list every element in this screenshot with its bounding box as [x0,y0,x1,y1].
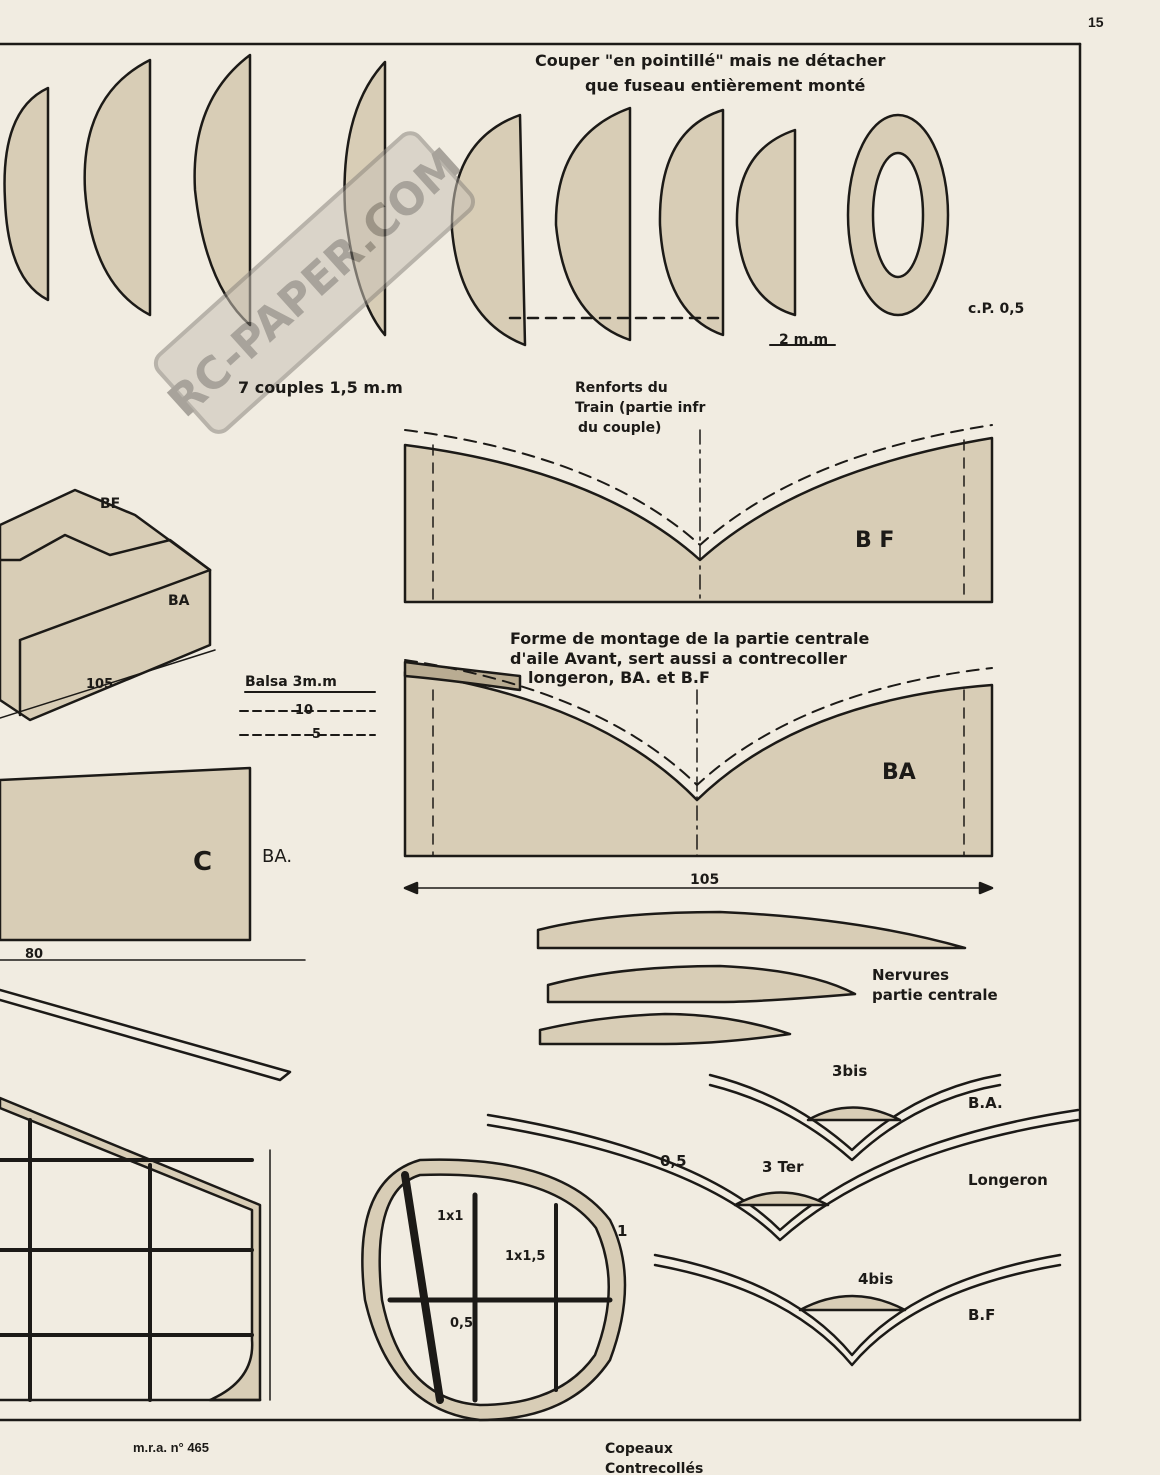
c-part [0,766,306,961]
cp-label: c.P. 0,5 [968,301,1024,317]
joint-sections [486,1073,1080,1367]
ba-form-label: BA [882,760,916,785]
balsa-label: Balsa 3m.m [245,674,337,690]
fuselage-section [361,1158,627,1422]
d05a-label: 0,5 [660,1152,687,1170]
dim-105-label: 105 [690,872,719,888]
engine-ring [846,113,950,317]
forme-line1: Forme de montage de la partie centrale [510,629,869,648]
copeaux-line1: Copeaux [605,1441,673,1457]
one-label: 1 [617,1222,627,1240]
1x1-label: 1x1 [437,1209,463,1224]
forme-line3: longeron, BA. et B.F [528,668,710,687]
c-part-label: C [193,847,212,877]
renforts-line1: Renforts du [575,380,668,396]
magazine-footer: m.r.a. n° 465 [133,1440,210,1455]
cut-note-line2: que fuseau entièrement monté [585,76,866,95]
balsa-dims [239,691,376,736]
labels: Couper "en pointillé" mais ne détacher q… [25,51,1048,1475]
box-bf-label: BF [100,496,120,512]
bf-form [403,424,994,604]
box-dim-label: 105 [86,677,113,692]
bf-section-label: B.F [968,1306,995,1324]
ba-c-label: BA. [262,846,292,867]
cut-note-line1: Couper "en pointillé" mais ne détacher [535,51,886,70]
nervures-line1: Nervures [872,966,949,984]
page-number: 15 [1088,14,1104,30]
wing-panel [0,988,292,1402]
center-ribs [536,910,967,1046]
assembly-box [0,488,216,722]
3bis-label: 3bis [832,1062,867,1080]
05-label: 0,5 [450,1316,473,1331]
longeron-label: Longeron [968,1171,1048,1189]
renforts-line3: du couple) [578,420,661,436]
renforts-line2: Train (partie infr [575,400,705,416]
1x15-label: 1x1,5 [505,1249,545,1264]
3ter-label: 3 Ter [762,1158,804,1176]
copeaux-line2: Contrecollés [605,1461,703,1475]
dim-5-label: 5 [312,727,321,742]
dim-10-label: 10 [295,703,313,718]
bf-form-label: B F [855,528,894,553]
ba-form [403,659,994,895]
nervures-line2: partie centrale [872,986,998,1004]
couples-label: 7 couples 1,5 m.m [238,378,403,397]
dim-80-label: 80 [25,947,43,962]
forme-line2: d'aile Avant, sert aussi a contrecoller [510,649,847,668]
page-frame [0,42,1082,1422]
fuselage-formers [3,53,836,347]
box-ba-label: BA [168,593,190,609]
ba-section-label: B.A. [968,1094,1003,1112]
4bis-label: 4bis [858,1270,893,1288]
two-mm-label: 2 m.m [779,332,828,348]
